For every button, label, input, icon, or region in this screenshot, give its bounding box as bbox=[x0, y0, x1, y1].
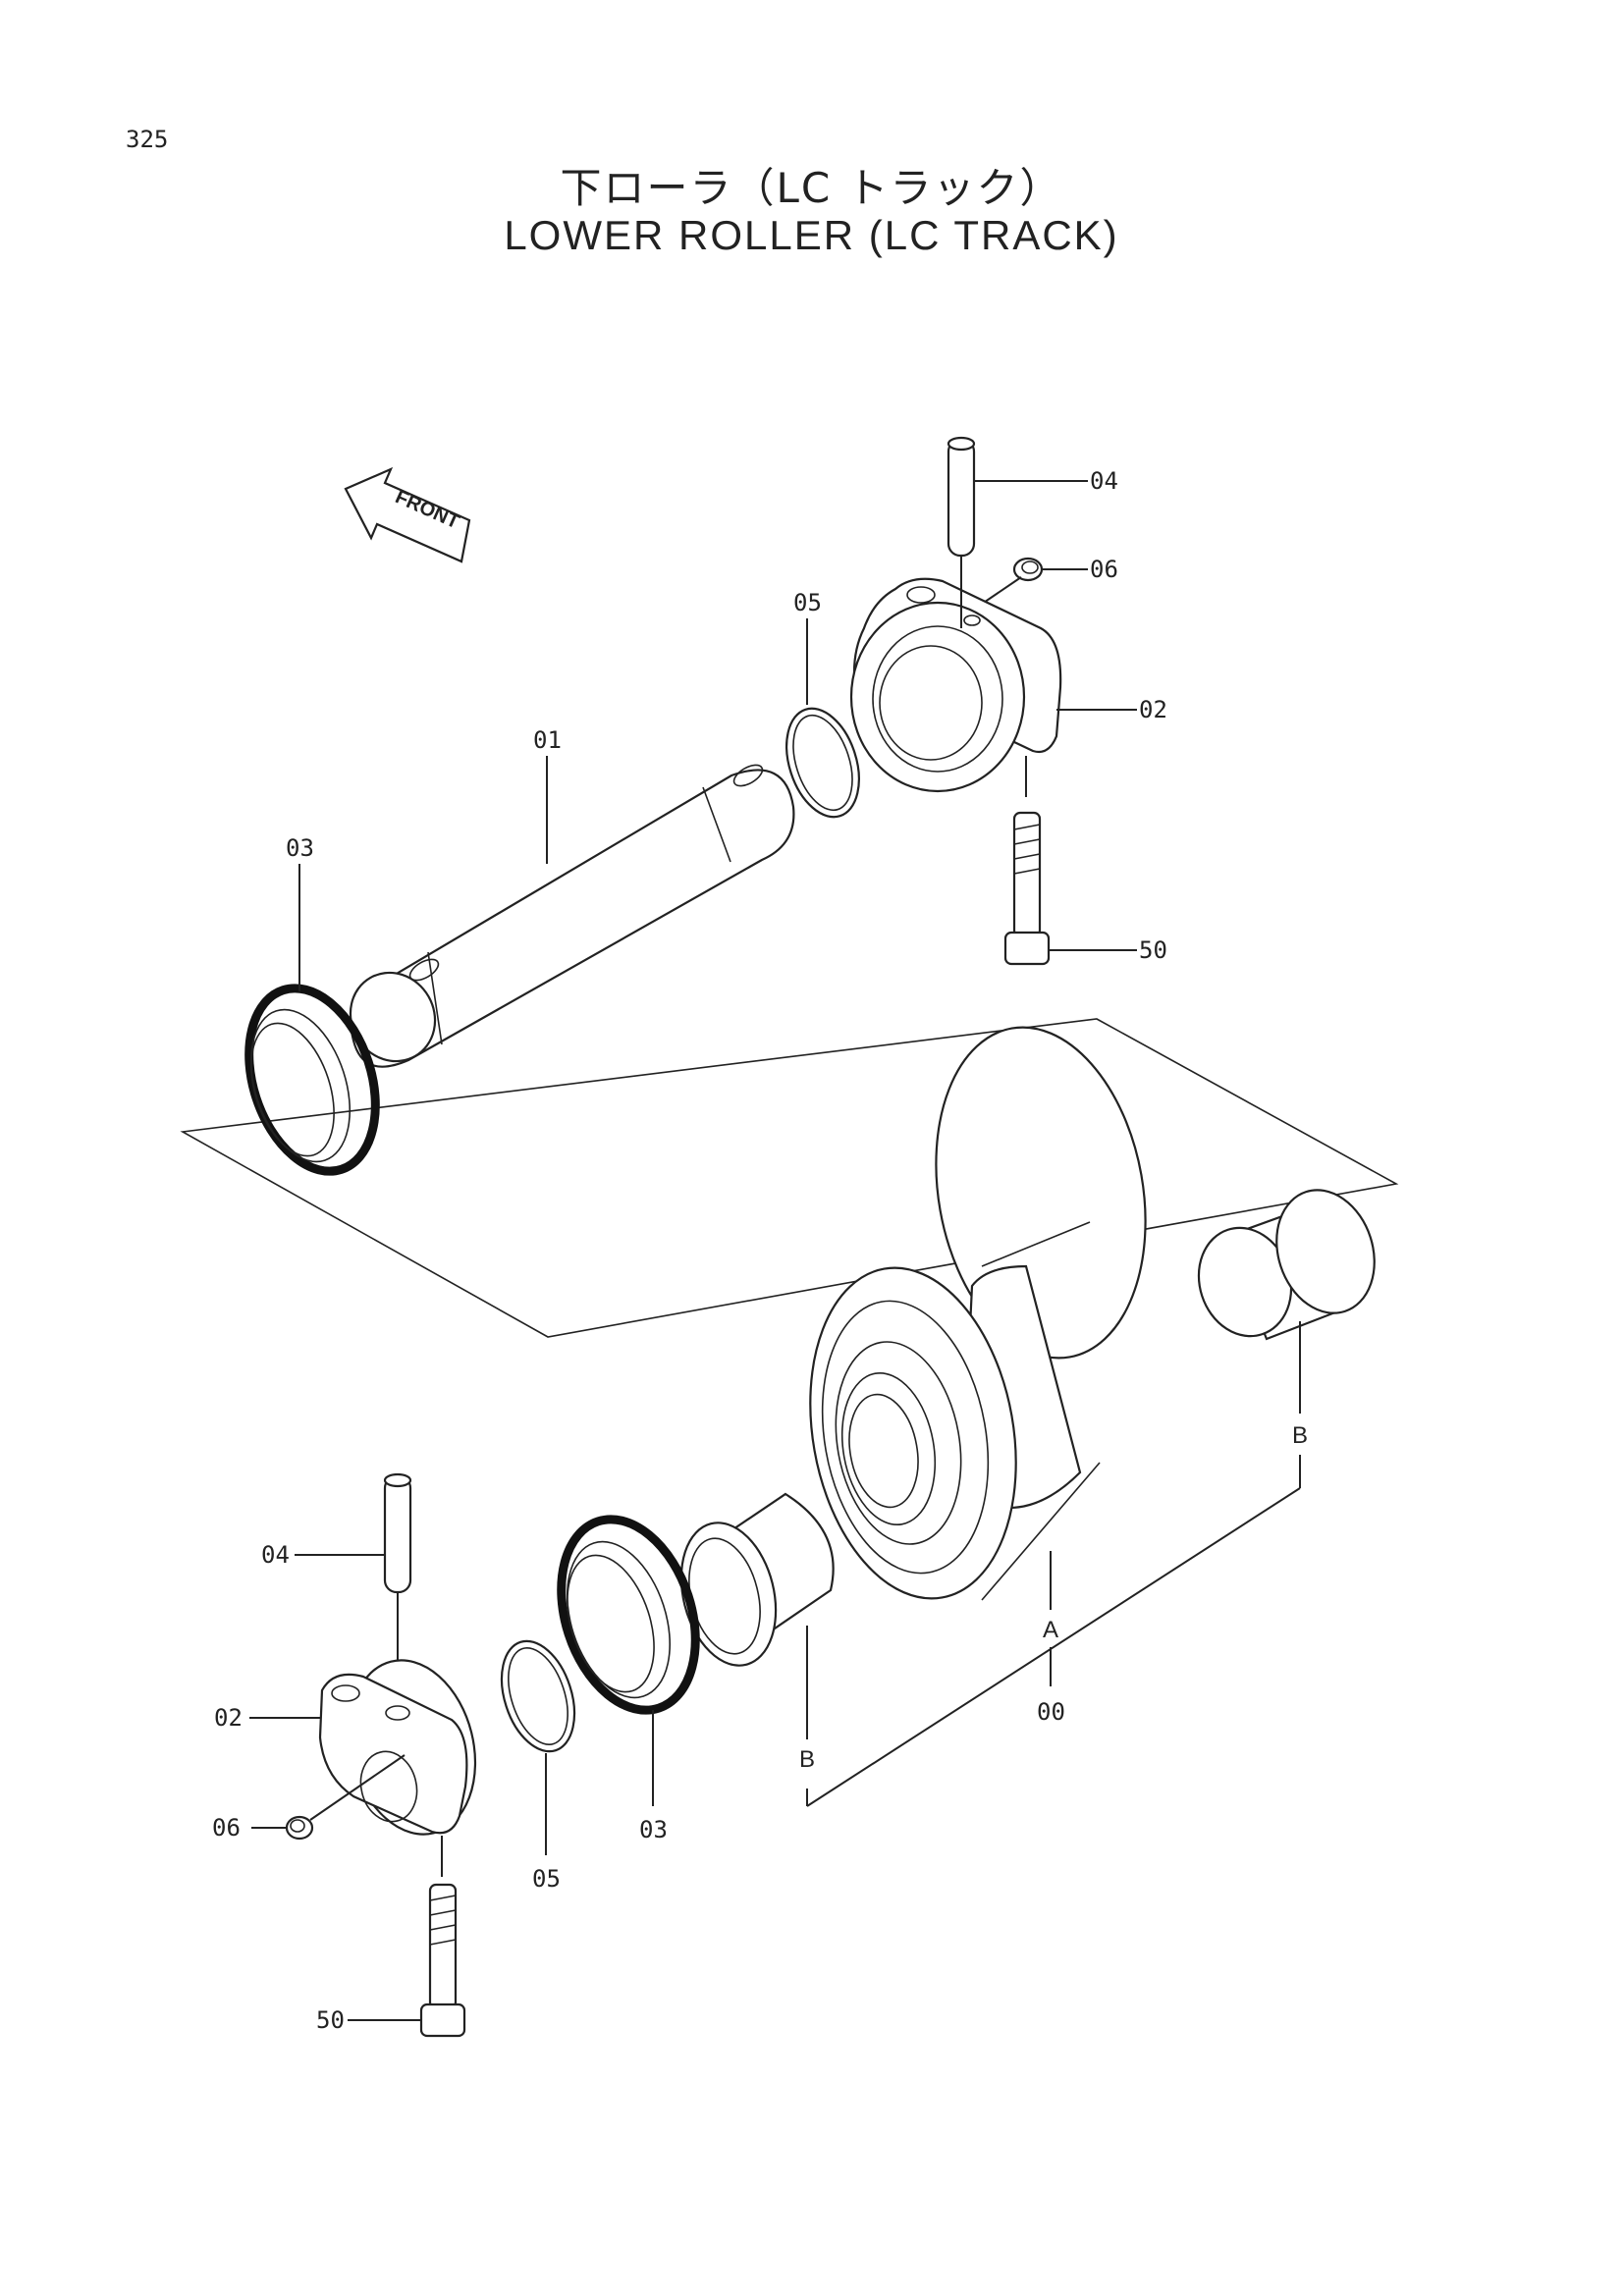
floating-seal-03-lower bbox=[557, 1515, 700, 1715]
callout-b-left: B bbox=[799, 1746, 815, 1773]
callout-00: 00 bbox=[1037, 1698, 1065, 1726]
callout-a: A bbox=[1043, 1617, 1058, 1643]
callout-02-upper: 02 bbox=[1139, 696, 1167, 723]
o-ring-05-lower bbox=[500, 1639, 576, 1753]
plug-06-upper bbox=[1012, 557, 1044, 582]
callout-05-lower: 05 bbox=[532, 1865, 561, 1893]
title-japanese: 下ローラ（LC トラック） bbox=[560, 164, 1063, 212]
pin-04-lower bbox=[383, 1472, 412, 1594]
callout-04-upper: 04 bbox=[1090, 467, 1118, 495]
callout-04-lower: 04 bbox=[261, 1541, 290, 1569]
bracket-02-upper bbox=[849, 577, 1062, 793]
callout-01: 01 bbox=[533, 726, 562, 754]
leader-06-lower-to-bracket bbox=[309, 1754, 406, 1821]
callout-50-lower: 50 bbox=[316, 2006, 345, 2034]
shaft-01 bbox=[349, 764, 795, 1068]
callout-b-right: B bbox=[1292, 1422, 1308, 1449]
floating-seal-03-upper bbox=[244, 984, 380, 1176]
callout-50-upper: 50 bbox=[1139, 936, 1167, 964]
b-bracket-line bbox=[806, 1487, 1301, 1807]
bracket-02-lower bbox=[318, 1659, 477, 1836]
o-ring-05-upper bbox=[785, 707, 860, 819]
title-english: LOWER ROLLER (LC TRACK) bbox=[504, 212, 1119, 258]
page-number: 325 bbox=[126, 126, 169, 153]
callout-05-upper: 05 bbox=[793, 589, 822, 616]
roller-body-00 bbox=[809, 1026, 1147, 1601]
plug-06-lower bbox=[285, 1815, 314, 1841]
assembly-divider-outline bbox=[180, 1018, 1399, 1338]
bolt-50-upper bbox=[1003, 811, 1051, 966]
callout-03-lower: 03 bbox=[639, 1816, 668, 1843]
pin-04-upper bbox=[947, 436, 976, 558]
callout-03-upper: 03 bbox=[286, 834, 314, 862]
callout-02-lower: 02 bbox=[214, 1704, 243, 1732]
front-arrow-icon: FRONT bbox=[344, 466, 471, 563]
bolt-50-lower bbox=[419, 1883, 466, 2038]
callout-06-lower: 06 bbox=[212, 1814, 241, 1842]
callout-06-upper: 06 bbox=[1090, 556, 1118, 583]
bushing-left bbox=[679, 1492, 835, 1667]
bushing-right bbox=[1197, 1189, 1376, 1341]
